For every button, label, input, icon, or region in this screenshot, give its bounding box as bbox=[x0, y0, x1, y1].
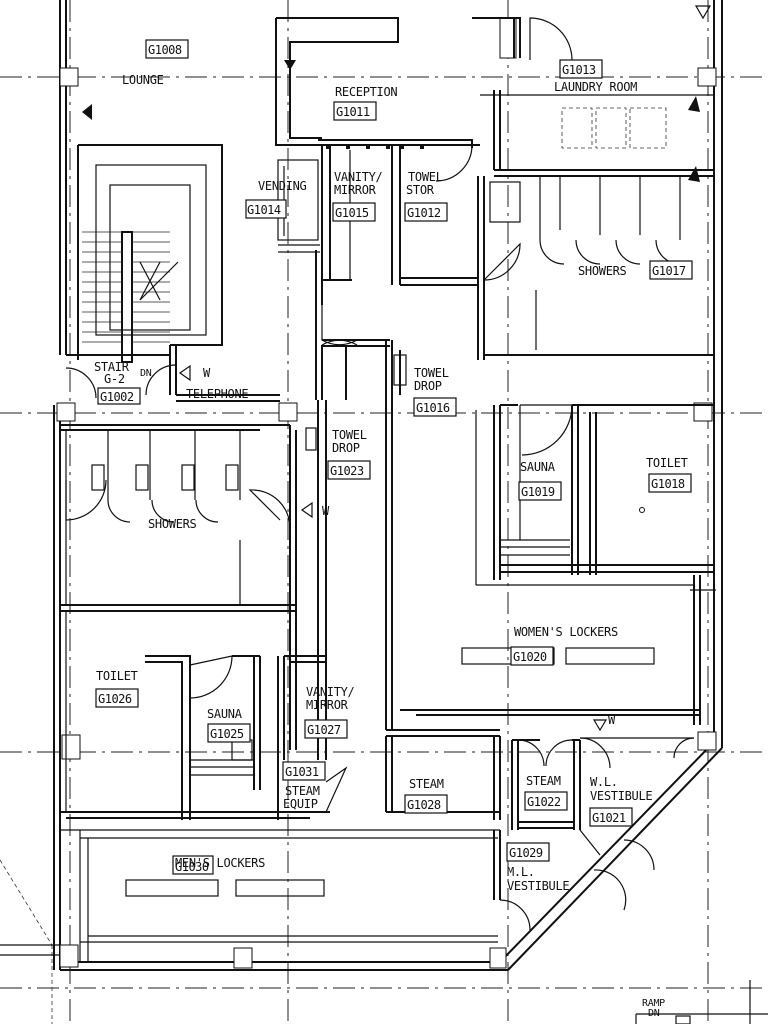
room-name-towel-drop-2b: DROP bbox=[332, 441, 360, 455]
room-number-lounge: G1008 bbox=[148, 43, 182, 57]
exterior-walls bbox=[0, 0, 723, 971]
shower-stalls-men bbox=[91, 430, 241, 523]
room-number-steam-w: G1022 bbox=[527, 795, 561, 809]
room-name-steam-equip-1: STEAM bbox=[285, 784, 320, 798]
w-marker-2: W bbox=[608, 713, 616, 727]
room-name-vanity-w-2: MIRROR bbox=[334, 183, 377, 197]
room-name-showers-w: SHOWERS bbox=[578, 264, 627, 278]
room-name-wl-vestibule-2: VESTIBULE bbox=[590, 789, 652, 803]
room-name-vanity-w-1: VANITY/ bbox=[334, 170, 383, 184]
room-name-steam-w: STEAM bbox=[526, 774, 561, 788]
room-number-toilet-m: G1026 bbox=[98, 692, 132, 706]
room-name-towel-drop-2a: TOWEL bbox=[332, 428, 367, 442]
interior-walls bbox=[60, 17, 716, 962]
room-name-lounge: LOUNGE bbox=[122, 73, 164, 87]
room-number-ml-vestibule: G1029 bbox=[509, 846, 543, 860]
fixtures bbox=[125, 107, 667, 897]
room-name-mens-lockers: MEN'S LOCKERS bbox=[175, 856, 265, 870]
wall-markers bbox=[82, 5, 712, 732]
room-name-stair: STAIR bbox=[94, 360, 130, 374]
room-name-wl-vestibule-1: W.L. bbox=[590, 775, 618, 789]
room-number-towel-drop-2: G1023 bbox=[330, 464, 364, 478]
room-name-ml-vestibule-2: VESTIBULE bbox=[507, 879, 569, 893]
stair-flight bbox=[82, 164, 207, 363]
room-name-vending: VENDING bbox=[258, 179, 307, 193]
room-number-vanity-w: G1015 bbox=[335, 206, 369, 220]
room-name-towel-stor-1: TOWEL bbox=[408, 170, 443, 184]
room-name-toilet-w: TOILET bbox=[646, 456, 688, 470]
towel-drop-chute bbox=[305, 427, 317, 451]
room-name-stair-2: G-2 bbox=[104, 372, 125, 386]
room-number-vanity-m: G1027 bbox=[307, 723, 341, 737]
room-number-laundry: G1013 bbox=[562, 63, 596, 77]
room-number-towel-stor: G1012 bbox=[407, 206, 441, 220]
room-name-womens-lockers: WOMEN'S LOCKERS bbox=[514, 625, 618, 639]
stair-down-label: DN bbox=[140, 368, 152, 379]
room-name-vanity-m-1: VANITY/ bbox=[306, 685, 355, 699]
room-name-towel-drop-1b: DROP bbox=[414, 379, 442, 393]
room-number-sauna-w: G1019 bbox=[521, 485, 555, 499]
room-number-reception: G1011 bbox=[336, 105, 370, 119]
shower-stalls-women bbox=[489, 176, 681, 265]
room-name-sauna-m: SAUNA bbox=[207, 707, 243, 721]
ramp-label-1: RAMP bbox=[642, 998, 665, 1009]
room-name-steam-m: STEAM bbox=[409, 777, 444, 791]
room-name-toilet-m: TOILET bbox=[96, 669, 138, 683]
room-number-sauna-m: G1025 bbox=[210, 727, 244, 741]
room-number-boxes bbox=[95, 39, 693, 875]
telephone-w-marker: W bbox=[203, 366, 211, 380]
room-name-towel-drop-1a: TOWEL bbox=[414, 366, 449, 380]
room-number-wl-vestibule: G1021 bbox=[592, 811, 626, 825]
room-name-laundry: LAUNDRY ROOM bbox=[554, 80, 637, 94]
room-number-vending: G1014 bbox=[247, 203, 281, 217]
room-name-ml-vestibule-1: M.L. bbox=[507, 865, 535, 879]
room-name-steam-equip-2: EQUIP bbox=[283, 797, 318, 811]
ramp-label-2: DN bbox=[648, 1008, 660, 1019]
ramp bbox=[635, 980, 768, 1024]
door-swings bbox=[65, 17, 695, 931]
room-name-showers-m: SHOWERS bbox=[148, 517, 197, 531]
columns bbox=[56, 17, 717, 969]
room-number-stair: G1002 bbox=[100, 390, 134, 404]
room-number-womens-lockers: G1020 bbox=[513, 650, 547, 664]
room-name-reception: RECEPTION bbox=[335, 85, 397, 99]
room-name-sauna-w: SAUNA bbox=[520, 460, 556, 474]
room-number-mens-lockers: G1030 bbox=[175, 860, 209, 874]
room-number-steam-m: G1028 bbox=[407, 798, 441, 812]
room-number-showers-w: G1017 bbox=[652, 264, 686, 278]
w-marker-1: W bbox=[322, 504, 330, 518]
room-name-telephone: TELEPHONE bbox=[186, 387, 248, 401]
room-name-towel-stor-2: STOR bbox=[406, 183, 435, 197]
room-number-steam-equip: G1031 bbox=[285, 765, 319, 779]
room-name-vanity-m-2: MIRROR bbox=[306, 698, 349, 712]
room-number-towel-drop-1: G1016 bbox=[416, 401, 450, 415]
room-number-toilet-w: G1018 bbox=[651, 477, 685, 491]
